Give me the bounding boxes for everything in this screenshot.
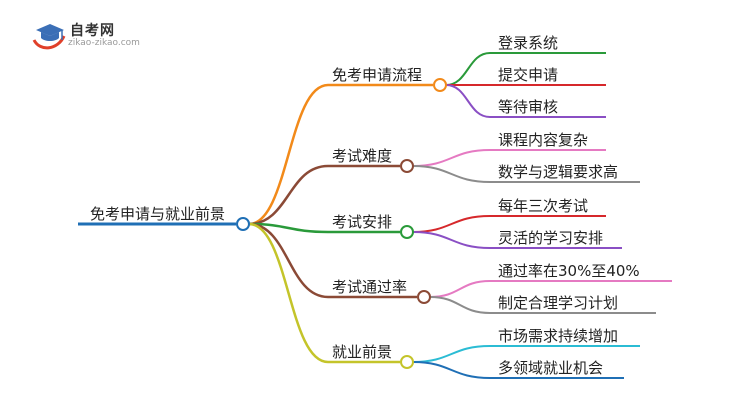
branch-toggle-circle[interactable] <box>433 78 447 92</box>
branch-topic: 考试安排 <box>332 213 392 231</box>
logo-title: 自考网 <box>70 23 115 39</box>
branch-edge <box>248 164 329 226</box>
site-logo[interactable]: 自考网 zikao-zikao.com <box>30 18 150 54</box>
branch-toggle-circle[interactable] <box>417 290 431 304</box>
leaf-edge <box>412 361 491 379</box>
leaf-topic: 课程内容复杂 <box>498 131 588 149</box>
branch-toggle-circle[interactable] <box>400 159 414 173</box>
graduation-cap-icon <box>32 24 66 50</box>
branch-topic: 就业前景 <box>332 343 392 361</box>
branch-edge <box>248 222 329 234</box>
leaf-topic: 多领域就业机会 <box>498 359 603 377</box>
root-topic: 免考申请与就业前景 <box>90 205 225 223</box>
logo-url: zikao-zikao.com <box>68 38 140 48</box>
leaf-edge <box>445 52 491 86</box>
leaf-edge <box>412 149 491 167</box>
branch-toggle-circle[interactable] <box>400 225 414 239</box>
leaf-edge <box>412 165 491 183</box>
leaf-topic: 通过率在30%至40% <box>498 262 640 280</box>
branch-edge <box>248 222 329 299</box>
leaf-topic: 等待审核 <box>498 98 558 116</box>
branch-edge <box>248 83 329 226</box>
leaf-topic: 制定合理学习计划 <box>498 294 618 312</box>
leaf-topic: 每年三次考试 <box>498 197 588 215</box>
branch-topic: 考试难度 <box>332 147 392 165</box>
leaf-edge <box>412 215 491 233</box>
leaf-topic: 数学与逻辑要求高 <box>498 163 618 181</box>
leaf-edge <box>429 296 491 314</box>
leaf-edge <box>429 280 491 298</box>
branch-edge <box>248 222 329 364</box>
root-toggle-circle[interactable] <box>236 217 250 231</box>
branch-toggle-circle[interactable] <box>400 355 414 369</box>
branch-topic: 免考申请流程 <box>332 66 422 84</box>
mindmap-edges <box>248 52 491 379</box>
leaf-edge <box>412 345 491 363</box>
leaf-topic: 提交申请 <box>498 66 558 84</box>
leaf-edge <box>445 84 491 118</box>
leaf-topic: 登录系统 <box>498 34 558 52</box>
leaf-topic: 灵活的学习安排 <box>498 229 603 247</box>
leaf-edge <box>412 231 491 249</box>
leaf-topic: 市场需求持续增加 <box>498 327 618 345</box>
branch-topic: 考试通过率 <box>332 278 407 296</box>
